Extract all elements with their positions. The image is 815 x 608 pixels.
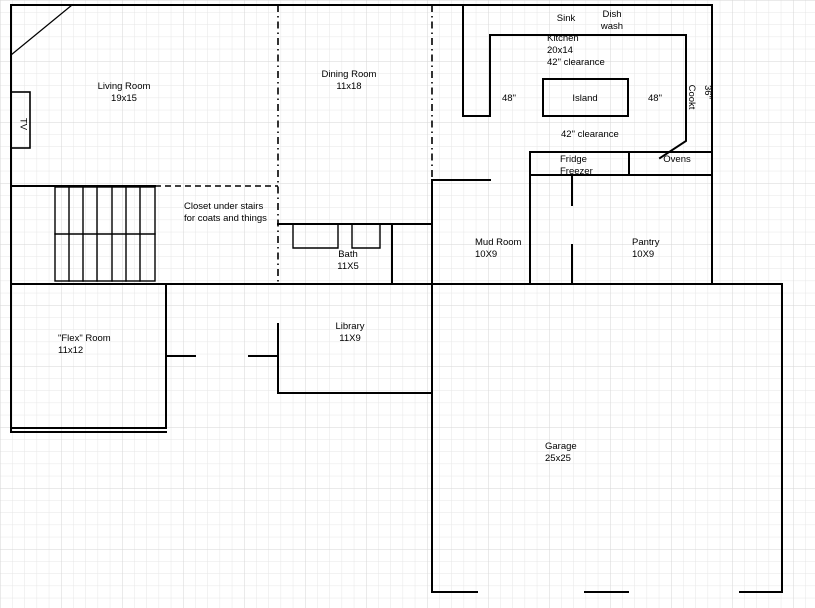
bath-size: 11X5 — [337, 261, 358, 272]
mud-room-size: 10X9 — [475, 249, 497, 260]
flex-room-name: "Flex" Room — [58, 333, 111, 344]
dining-room-size: 11x18 — [336, 81, 361, 92]
dishwasher-label-1: Dish — [602, 9, 621, 20]
dining-room-group: Dining Room 11x18 — [277, 5, 433, 284]
library-group: Library 11X9 — [248, 321, 433, 394]
sink-label: Sink — [557, 13, 576, 24]
mud-room-name: Mud Room — [475, 237, 522, 248]
clearance-left-label: 48" — [502, 93, 516, 104]
kitchen-clearance-bottom: 42" clearance — [561, 129, 619, 140]
flex-room-size: 11x12 — [58, 345, 83, 356]
garage-name: Garage — [545, 441, 577, 452]
fridge-label: Fridge — [560, 154, 587, 165]
library-size: 11X9 — [339, 333, 360, 344]
island-label: Island — [572, 93, 597, 104]
kitchen-group: Island Sink Dish wash Kitchen 20x14 42" … — [462, 4, 713, 206]
garage-size: 25x25 — [545, 453, 571, 464]
dishwasher-label-2: wash — [600, 21, 623, 32]
clearance-right-label: 48" — [648, 93, 662, 104]
ovens-label: Ovens — [663, 154, 691, 165]
closet-note-line1: Closet under stairs — [184, 201, 263, 212]
pantry-group: Pantry 10X9 — [571, 237, 660, 285]
living-room-group: TV Living Room 19x15 — [10, 4, 151, 149]
mud-room-group: Mud Room 10X9 — [431, 174, 531, 285]
cooktop-label: Cookt — [686, 85, 697, 110]
closet-note-line2: for coats and things — [184, 213, 267, 224]
library-name: Library — [335, 321, 364, 332]
corner-diagonal — [10, 4, 73, 56]
tv-fixture — [10, 91, 31, 149]
flex-room-group: "Flex" Room 11x12 — [10, 283, 196, 429]
garage-group: Garage 25x25 — [431, 283, 783, 593]
bath-name: Bath — [338, 249, 358, 260]
kitchen-clearance-top: 42" clearance — [547, 57, 605, 68]
dining-room-name: Dining Room — [322, 69, 377, 80]
kitchen-island — [542, 78, 629, 117]
freezer-label: Freezer — [560, 166, 593, 177]
cooktop-size-label: 36" — [702, 85, 713, 99]
kitchen-name: Kitchen — [547, 33, 579, 44]
tv-label: TV — [18, 118, 29, 131]
living-room-size: 19x15 — [111, 93, 137, 104]
living-room-name: Living Room — [98, 81, 151, 92]
pantry-size: 10X9 — [632, 249, 654, 260]
kitchen-size: 20x14 — [547, 45, 573, 56]
pantry-name: Pantry — [632, 237, 660, 248]
